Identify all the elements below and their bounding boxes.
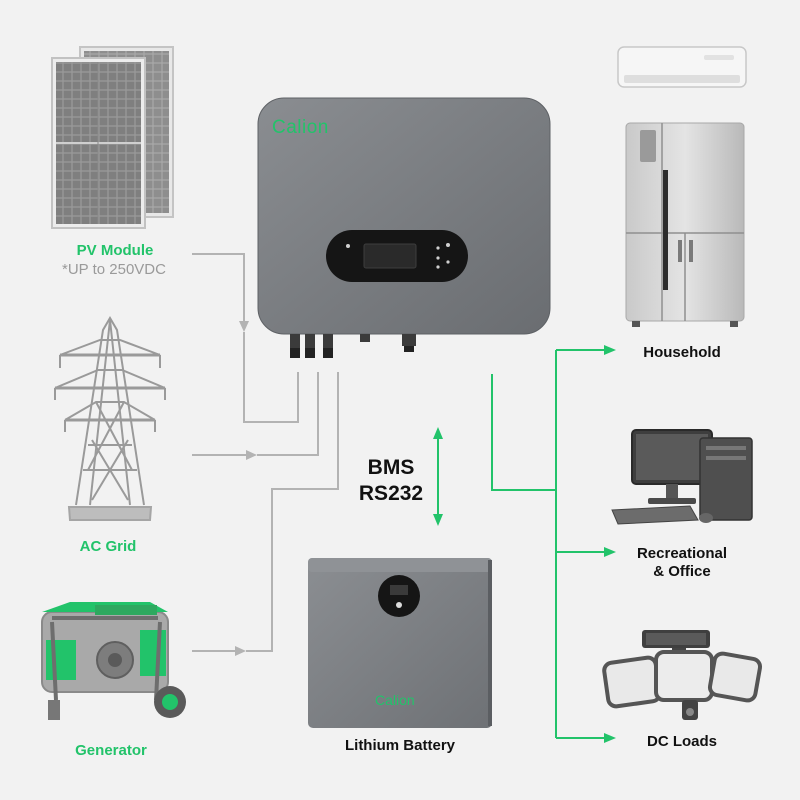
air-conditioner-illustration: [617, 46, 747, 88]
household-label: Household: [643, 344, 721, 361]
generator-label: Generator: [75, 742, 147, 759]
lithium-battery-illustration: [308, 558, 492, 728]
pv-connection-line: [192, 253, 249, 332]
ac-grid-label: AC Grid: [79, 538, 137, 555]
dc-lights-illustration: [602, 630, 763, 720]
lithium-battery-label: Lithium Battery: [344, 737, 455, 754]
pv-module-label: PV Module: [76, 242, 154, 259]
computer-illustration: [611, 429, 753, 525]
pv-module-note: *UP to 250VDC: [62, 261, 166, 278]
battery-brand-logo: Calion: [375, 692, 415, 708]
pv-module-illustration: [51, 46, 174, 229]
generator-illustration: [41, 602, 186, 720]
inverter-input-wires: [243, 332, 339, 652]
inverter-brand-logo: Calion: [272, 117, 329, 138]
bms-label: BMS: [367, 456, 415, 479]
transmission-tower-illustration: [54, 316, 166, 521]
inverter-illustration: [257, 97, 551, 358]
recreational-label-line2: & Office: [653, 563, 711, 580]
refrigerator-illustration: [625, 122, 745, 327]
bms-link-arrow: [433, 427, 443, 526]
grid-connection-line: [192, 450, 257, 460]
dc-loads-label: DC Loads: [646, 733, 717, 750]
generator-connection-line: [192, 646, 246, 656]
recreational-label-line1: Recreational: [636, 545, 728, 562]
rs232-label: RS232: [358, 482, 424, 505]
load-distribution-lines: [491, 345, 616, 743]
